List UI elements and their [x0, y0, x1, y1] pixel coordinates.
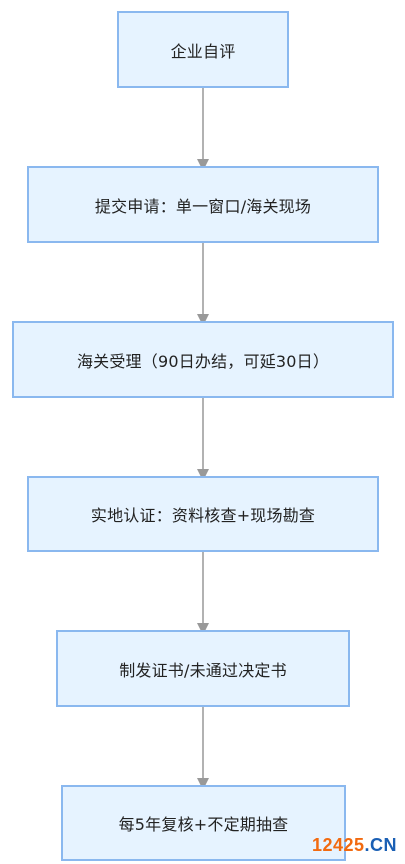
step-label: 提交申请：单一窗口/海关现场	[94, 196, 312, 216]
step-label: 每5年复核+不定期抽查	[118, 815, 289, 834]
step-onsite-certification: 实地认证：资料核查+现场勘查	[27, 476, 379, 552]
step-label: 海关受理（90日办结，可延30日）	[76, 351, 330, 371]
step-issue-certificate: 制发证书/未通过决定书	[56, 630, 350, 707]
step-label: 制发证书/未通过决定书	[119, 660, 287, 680]
watermark-domain: .CN	[364, 835, 397, 855]
step-self-assessment: 企业自评	[117, 11, 289, 88]
watermark-logo: 12425 .CN	[312, 836, 397, 854]
step-customs-acceptance: 海关受理（90日办结，可延30日）	[12, 321, 394, 398]
watermark-number: 12425	[311, 835, 365, 855]
step-label: 实地认证：资料核查+现场勘查	[90, 506, 316, 525]
step-label: 企业自评	[170, 41, 236, 61]
step-periodic-review: 每5年复核+不定期抽查	[61, 785, 346, 861]
step-submit-application: 提交申请：单一窗口/海关现场	[27, 166, 379, 243]
